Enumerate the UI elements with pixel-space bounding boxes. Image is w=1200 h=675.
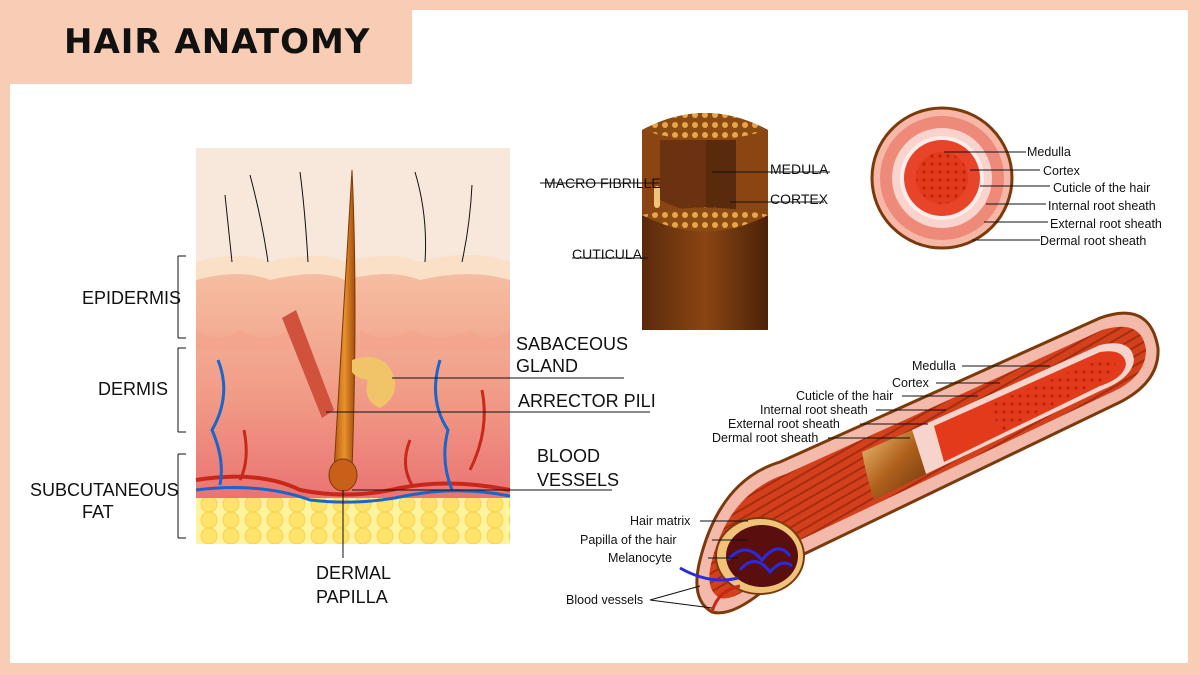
label-macro-fibrille: MACRO FIBRILLE <box>544 175 661 191</box>
shaft-lower <box>642 210 768 330</box>
medulla-core <box>916 152 968 204</box>
blood-vessel-blue <box>679 566 739 582</box>
label-sabaceous: SABACEOUS <box>516 334 628 354</box>
label-papilla: PAPILLA <box>316 587 388 607</box>
hair-shaft-collar <box>862 430 926 500</box>
label-f-cuticle: Cuticle of the hair <box>796 389 893 403</box>
follicle-medulla <box>990 359 1116 432</box>
blood-vessel-red <box>710 584 741 613</box>
blood-vessel-red <box>195 474 511 497</box>
blood-vessel-blue <box>210 359 226 486</box>
label-hair-matrix: Hair matrix <box>630 514 691 528</box>
label-epidermis: EPIDERMIS <box>82 288 181 308</box>
page-title: HAIR ANATOMY <box>64 22 371 62</box>
melanocyte-vessels <box>726 547 793 575</box>
label-cs-medulla: Medulla <box>1027 145 1071 159</box>
label-cuticula: CUTICULA <box>572 246 643 262</box>
title-banner: HAIR ANATOMY <box>0 0 412 84</box>
label-cs-internal-root: Internal root sheath <box>1048 199 1156 213</box>
label-cs-external-root: External root sheath <box>1050 217 1162 231</box>
hair-strand <box>299 171 309 263</box>
label-dermis: DERMIS <box>98 379 168 399</box>
blood-vessel-red <box>404 439 414 486</box>
bracket-dermis <box>177 347 186 433</box>
hair-strand <box>461 184 473 263</box>
label-papilla-of-hair: Papilla of the hair <box>580 533 677 547</box>
label-f-dermal-root: Dermal root sheath <box>712 431 818 445</box>
macro-fibrille-mark <box>654 186 660 208</box>
label-arrector-pili: ARRECTOR PILI <box>518 391 656 411</box>
shaft-cut-cortex <box>660 140 706 215</box>
blood-vessel-blue <box>195 486 511 504</box>
label-cs-dermal-root: Dermal root sheath <box>1040 234 1146 248</box>
label-melanocyte: Melanocyte <box>608 551 672 565</box>
label-cortex: CORTEX <box>770 191 829 207</box>
hair-strand <box>249 174 269 263</box>
cross-section-art <box>870 106 1050 250</box>
label-blood-vessels: Blood vessels <box>566 593 643 607</box>
shaft-cut-medulla <box>706 140 736 210</box>
label-f-medulla: Medulla <box>912 359 956 373</box>
hair-strand <box>414 171 427 263</box>
blood-vessel-red <box>238 429 248 481</box>
label-f-internal-root: Internal root sheath <box>760 403 868 417</box>
hair-strand <box>224 194 233 263</box>
label-gland: GLAND <box>516 356 578 376</box>
hair-bulb <box>328 458 358 492</box>
label-f-external-root: External root sheath <box>728 417 840 431</box>
leader-line <box>649 599 713 609</box>
arrector-pili-muscle <box>282 310 334 418</box>
label-cs-cuticle: Cuticle of the hair <box>1053 181 1150 195</box>
label-f-cortex: Cortex <box>892 376 930 390</box>
bracket-subcutaneous <box>177 453 186 539</box>
label-medula: MEDULA <box>770 161 829 177</box>
blood-vessel-red <box>468 389 486 471</box>
skin-section-art <box>177 148 650 558</box>
label-blood: BLOOD <box>537 446 600 466</box>
label-dermal: DERMAL <box>316 563 391 583</box>
follicle-art <box>649 311 1160 615</box>
shaft-top-face <box>642 113 768 140</box>
fat-layer <box>196 498 510 544</box>
label-cs-cortex: Cortex <box>1043 164 1081 178</box>
shaft-cut-face <box>642 207 768 232</box>
label-subcutaneous: SUBCUTANEOUS <box>30 480 179 500</box>
sebaceous-gland <box>352 356 396 408</box>
hair-shaft-art <box>540 113 830 330</box>
blood-vessel-blue <box>434 359 454 491</box>
epidermis-ridges <box>196 330 510 350</box>
bracket-epidermis <box>177 255 186 339</box>
leader-line <box>649 585 701 601</box>
label-fat: FAT <box>82 502 114 522</box>
label-vessels: VESSELS <box>537 470 619 490</box>
